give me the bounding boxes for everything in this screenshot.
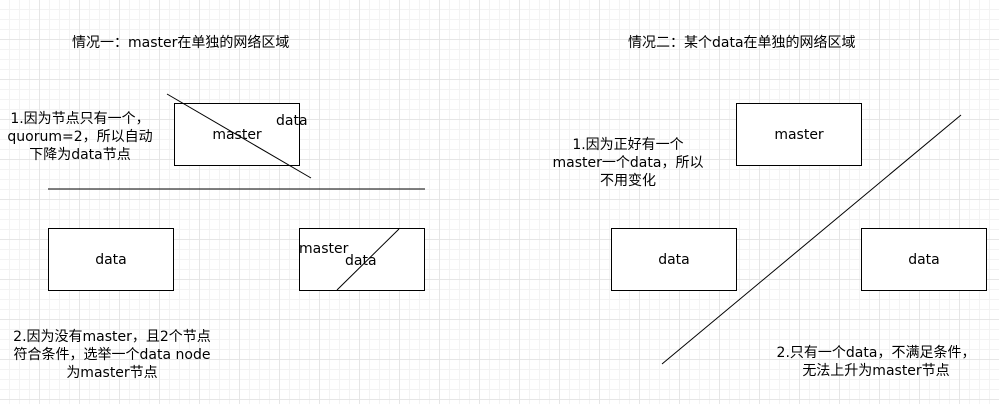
left-promoted-box-label-data: data [345, 253, 377, 269]
right-title: 情况二：某个data在单独的网络区域 [628, 35, 856, 51]
right-data-box-left-label: data [658, 251, 690, 268]
right-note-1-line-3: 不用变化 [600, 173, 656, 189]
left-title: 情况一：master在单独的网络区域 [72, 35, 290, 51]
right-note-2: 2.只有一个data，不满足条件， 无法上升为master节点 [766, 344, 986, 380]
left-note-1-line-1: 1.因为节点只有一个， [10, 111, 150, 127]
left-promoted-box-label-master: master [299, 241, 349, 257]
left-note-2: 2.因为没有master，且2个节点 符合条件，选举一个data node 为m… [0, 328, 224, 382]
left-master-box-overlay-label: data [276, 113, 308, 129]
left-data-box: data [48, 228, 174, 291]
left-promoted-strike-line [336, 228, 400, 291]
right-note-2-line-2: 无法上升为master节点 [802, 363, 950, 379]
right-master-box-label: master [774, 126, 824, 143]
right-master-box: master [736, 103, 862, 166]
right-data-box-left: data [611, 228, 737, 291]
right-partition-line [661, 114, 962, 365]
right-note-1-line-2: master一个data，所以 [552, 155, 704, 171]
right-data-box-right-label: data [908, 251, 940, 268]
left-note-2-line-3: 为master节点 [66, 365, 158, 381]
left-data-box-label: data [95, 251, 127, 268]
right-data-box-right: data [861, 228, 987, 291]
left-note-1: 1.因为节点只有一个， quorum=2，所以自动 下降为data节点 [0, 110, 160, 164]
left-note-1-line-2: quorum=2，所以自动 [7, 129, 153, 145]
right-note-1: 1.因为正好有一个 master一个data，所以 不用变化 [538, 136, 718, 190]
right-note-2-line-1: 2.只有一个data，不满足条件， [776, 345, 976, 361]
right-note-1-line-1: 1.因为正好有一个 [572, 137, 684, 153]
left-promoted-box [299, 228, 425, 291]
left-note-2-line-2: 符合条件，选举一个data node [13, 347, 211, 363]
left-master-strike-line [166, 93, 312, 179]
left-note-1-line-3: 下降为data节点 [29, 147, 131, 163]
left-note-2-line-1: 2.因为没有master，且2个节点 [13, 329, 211, 345]
